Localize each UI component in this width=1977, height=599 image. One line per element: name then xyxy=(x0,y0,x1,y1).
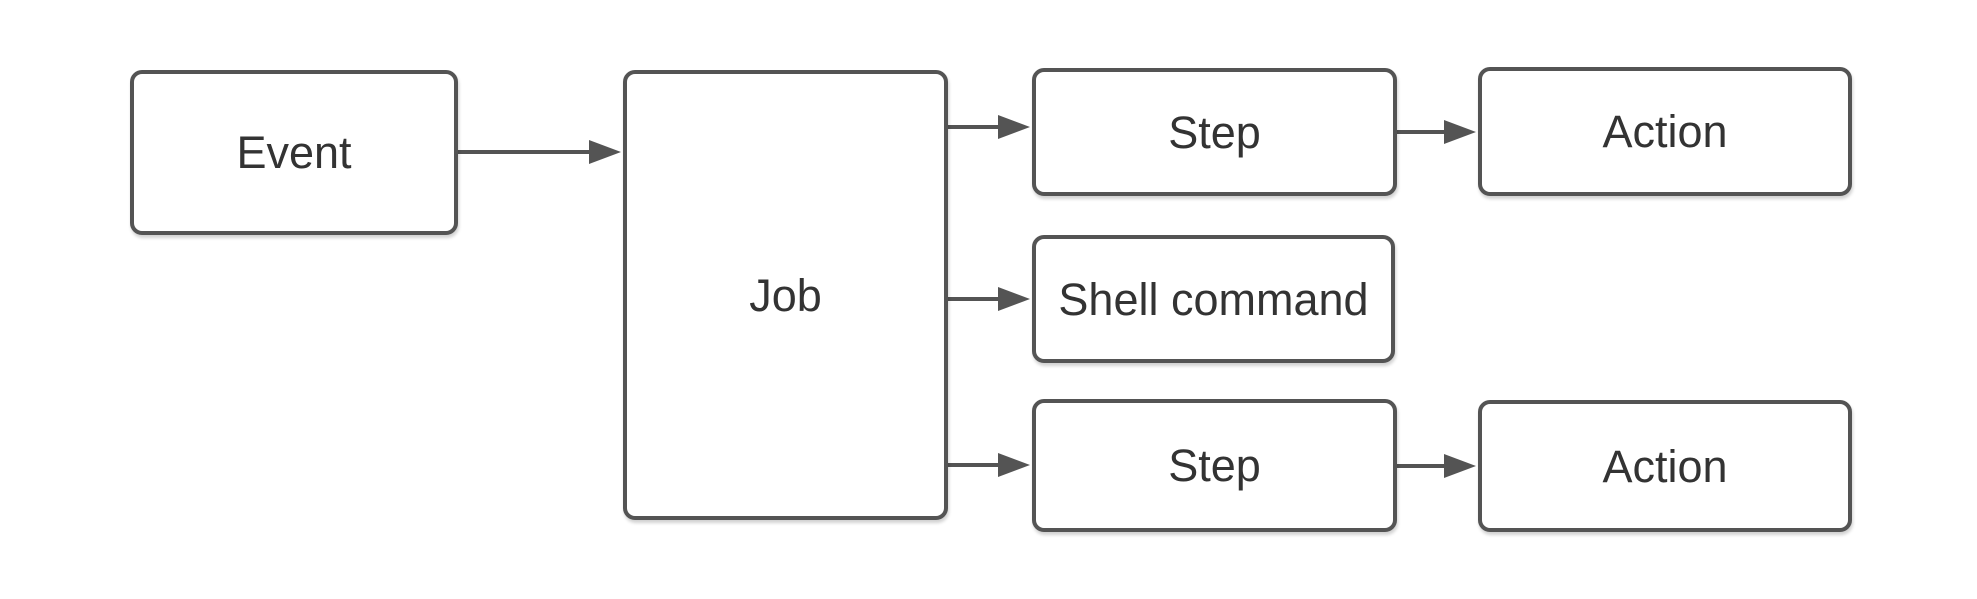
node-job: Job xyxy=(623,70,948,520)
arrow-event-to-job xyxy=(458,140,621,164)
arrowhead xyxy=(1444,120,1476,144)
node-event: Event xyxy=(130,70,458,235)
arrowhead xyxy=(998,287,1030,311)
node-step-top: Step xyxy=(1032,68,1397,196)
arrowhead xyxy=(589,140,621,164)
node-label: Job xyxy=(749,269,822,321)
node-shell-command: Shell command xyxy=(1032,235,1395,363)
arrowhead xyxy=(998,453,1030,477)
node-action-top: Action xyxy=(1478,67,1852,196)
node-label: Action xyxy=(1602,106,1728,157)
node-action-bottom: Action xyxy=(1478,400,1852,532)
node-label: Step xyxy=(1168,440,1261,491)
arrowhead xyxy=(998,115,1030,139)
arrowhead xyxy=(1444,454,1476,478)
arrow-job-to-shell-command xyxy=(948,287,1030,311)
node-label: Shell command xyxy=(1058,273,1369,325)
node-label: Action xyxy=(1602,440,1728,492)
arrow-job-to-step-bottom xyxy=(948,453,1030,477)
arrow-job-to-step-top xyxy=(948,115,1030,139)
node-label: Event xyxy=(236,127,352,178)
node-label: Step xyxy=(1168,106,1261,158)
arrow-step-top-to-action-top xyxy=(1397,120,1476,144)
node-step-bottom: Step xyxy=(1032,399,1397,532)
arrow-step-bottom-to-action-bottom xyxy=(1397,454,1476,478)
